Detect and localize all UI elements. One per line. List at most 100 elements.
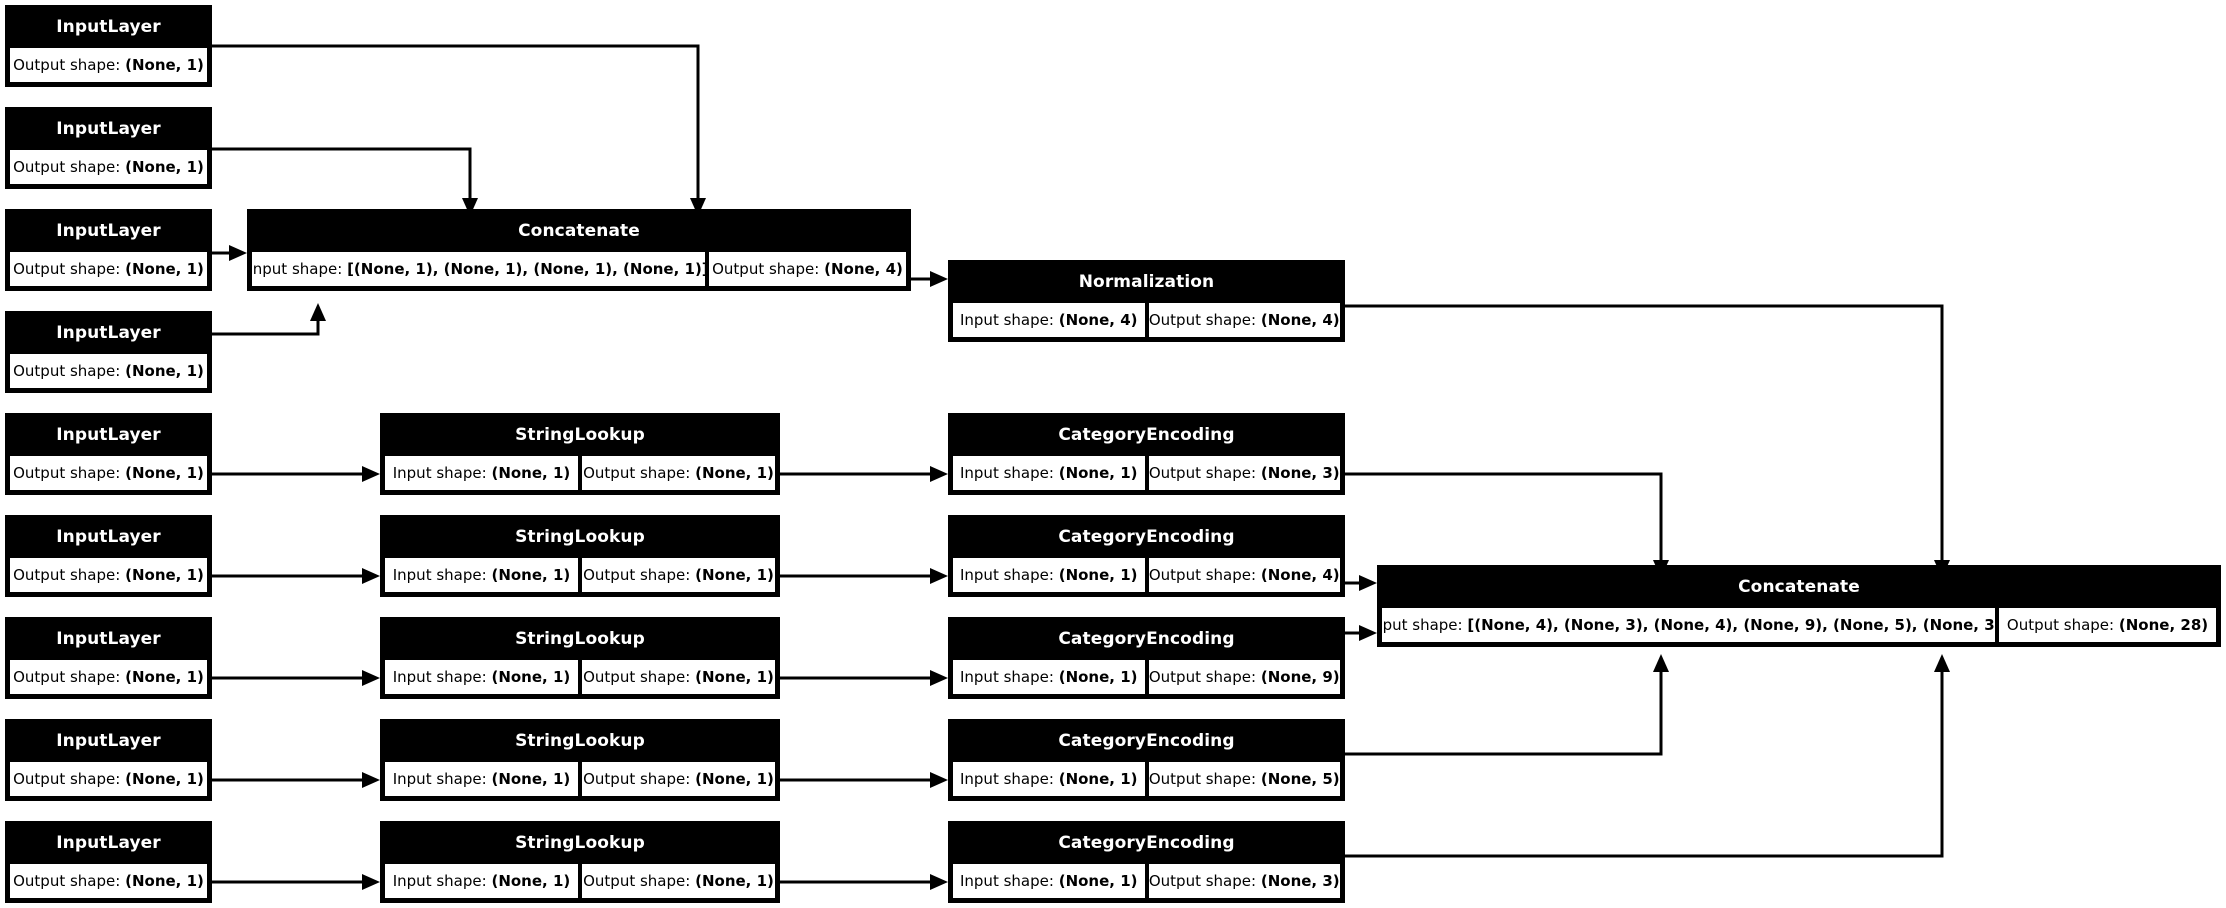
node-shape-row: Input shape: (None, 1) Output shape: (No… (951, 862, 1342, 900)
input-shape-value: (None, 4) (1058, 311, 1138, 329)
output-shape-cell: Output shape: (None, 4) (1146, 556, 1342, 594)
node-categoryencoding-4[interactable]: CategoryEncoding Input shape: (None, 1) … (948, 719, 1345, 801)
input-shape-value: [(None, 1), (None, 1), (None, 1), (None,… (347, 260, 707, 278)
node-shape-row: Output shape: (None, 1) (8, 454, 209, 492)
input-shape-cell: Input shape: (None, 1) (383, 556, 580, 594)
node-shape-row: Input shape: (None, 1) Output shape: (No… (951, 454, 1342, 492)
node-shape-row: Input shape: (None, 1) Output shape: (No… (383, 556, 777, 594)
node-inputlayer-2[interactable]: InputLayer Output shape: (None, 1) (5, 107, 212, 189)
output-shape-label: Output shape: (1148, 770, 1257, 788)
output-shape-label: Output shape: (13, 770, 121, 788)
node-inputlayer-3[interactable]: InputLayer Output shape: (None, 1) (5, 209, 212, 291)
node-title: CategoryEncoding (951, 416, 1342, 454)
node-inputlayer-7[interactable]: InputLayer Output shape: (None, 1) (5, 617, 212, 699)
node-categoryencoding-1[interactable]: CategoryEncoding Input shape: (None, 1) … (948, 413, 1345, 495)
edge-input3-to-concat (212, 245, 247, 261)
output-shape-value: (None, 1) (125, 56, 204, 74)
output-shape-cell: Output shape: (None, 1) (8, 148, 209, 186)
node-concatenate-numeric[interactable]: Concatenate Input shape: [(None, 1), (No… (247, 209, 911, 291)
input-shape-label: Input shape: (959, 311, 1054, 329)
node-inputlayer-1[interactable]: InputLayer Output shape: (None, 1) (5, 5, 212, 87)
node-shape-row: Input shape: [(None, 4), (None, 3), (Non… (1380, 606, 2218, 644)
edge-row4-input-to-lookup (212, 772, 380, 788)
input-shape-value: (None, 1) (1058, 770, 1138, 788)
node-normalization[interactable]: Normalization Input shape: (None, 4) Out… (948, 260, 1345, 342)
output-shape-cell: Output shape: (None, 1) (580, 760, 777, 798)
node-categoryencoding-2[interactable]: CategoryEncoding Input shape: (None, 1) … (948, 515, 1345, 597)
output-shape-cell: Output shape: (None, 1) (8, 658, 209, 696)
node-inputlayer-4[interactable]: InputLayer Output shape: (None, 1) (5, 311, 212, 393)
edge-normalization-to-final-concat (1345, 304, 1950, 578)
node-title: InputLayer (8, 314, 209, 352)
output-shape-label: Output shape: (13, 362, 121, 380)
input-shape-label: Input shape: (959, 566, 1054, 584)
output-shape-value: (None, 1) (695, 872, 774, 890)
node-title: StringLookup (383, 620, 777, 658)
output-shape-cell: Output shape: (None, 9) (1146, 658, 1342, 696)
output-shape-cell: Output shape: (None, 3) (1146, 862, 1342, 900)
node-inputlayer-8[interactable]: InputLayer Output shape: (None, 1) (5, 719, 212, 801)
output-shape-value: (None, 1) (695, 566, 774, 584)
input-shape-label: Input shape: (959, 668, 1054, 686)
output-shape-cell: Output shape: (None, 3) (1146, 454, 1342, 492)
output-shape-cell: Output shape: (None, 1) (580, 658, 777, 696)
output-shape-value: (None, 4) (1260, 566, 1340, 584)
output-shape-label: Output shape: (1148, 668, 1257, 686)
node-shape-row: Input shape: (None, 1) Output shape: (No… (951, 658, 1342, 696)
node-categoryencoding-5[interactable]: CategoryEncoding Input shape: (None, 1) … (948, 821, 1345, 903)
input-shape-cell: Input shape: (None, 1) (951, 760, 1147, 798)
output-shape-cell: Output shape: (None, 1) (8, 760, 209, 798)
output-shape-value: (None, 4) (824, 260, 903, 278)
node-stringlookup-3[interactable]: StringLookup Input shape: (None, 1) Outp… (380, 617, 780, 699)
node-inputlayer-5[interactable]: InputLayer Output shape: (None, 1) (5, 413, 212, 495)
output-shape-value: (None, 3) (1260, 464, 1340, 482)
node-shape-row: Output shape: (None, 1) (8, 352, 209, 390)
node-shape-row: Input shape: (None, 1) Output shape: (No… (383, 760, 777, 798)
edge-row5-input-to-lookup (212, 874, 380, 890)
node-title: Concatenate (1380, 568, 2218, 606)
node-inputlayer-9[interactable]: InputLayer Output shape: (None, 1) (5, 821, 212, 903)
edge-row1-encoding-to-final-concat (1345, 472, 1669, 578)
output-shape-cell: Output shape: (None, 1) (8, 250, 209, 288)
node-concatenate-final[interactable]: Concatenate Input shape: [(None, 4), (No… (1377, 565, 2221, 647)
input-shape-cell: Input shape: (None, 4) (951, 301, 1147, 339)
output-shape-cell: Output shape: (None, 1) (580, 454, 777, 492)
node-stringlookup-1[interactable]: StringLookup Input shape: (None, 1) Outp… (380, 413, 780, 495)
output-shape-label: Output shape: (13, 260, 121, 278)
node-title: CategoryEncoding (951, 722, 1342, 760)
input-shape-value: (None, 1) (1058, 566, 1138, 584)
output-shape-value: (None, 3) (1260, 872, 1340, 890)
node-shape-row: Input shape: (None, 4) Output shape: (No… (951, 301, 1342, 339)
node-title: StringLookup (383, 416, 777, 454)
node-shape-row: Output shape: (None, 1) (8, 556, 209, 594)
input-shape-cell: Input shape: (None, 1) (383, 454, 580, 492)
input-shape-cell: Input shape: [(None, 1), (None, 1), (Non… (250, 250, 707, 288)
input-shape-label: Input shape: (392, 668, 487, 686)
node-stringlookup-2[interactable]: StringLookup Input shape: (None, 1) Outp… (380, 515, 780, 597)
node-stringlookup-5[interactable]: StringLookup Input shape: (None, 1) Outp… (380, 821, 780, 903)
edge-row5-encoding-to-final-concat (1345, 654, 1950, 858)
input-shape-cell: Input shape: (None, 1) (951, 862, 1147, 900)
node-shape-row: Input shape: [(None, 1), (None, 1), (Non… (250, 250, 908, 288)
edge-row4-lookup-to-encoding (780, 772, 948, 788)
edge-concat-to-normalization (911, 271, 948, 287)
node-title: InputLayer (8, 620, 209, 658)
input-shape-value: (None, 1) (1058, 668, 1138, 686)
output-shape-value: (None, 4) (1260, 311, 1340, 329)
node-title: InputLayer (8, 416, 209, 454)
output-shape-label: Output shape: (583, 668, 691, 686)
output-shape-cell: Output shape: (None, 1) (580, 556, 777, 594)
node-title: InputLayer (8, 110, 209, 148)
node-stringlookup-4[interactable]: StringLookup Input shape: (None, 1) Outp… (380, 719, 780, 801)
node-inputlayer-6[interactable]: InputLayer Output shape: (None, 1) (5, 515, 212, 597)
output-shape-label: Output shape: (712, 260, 820, 278)
output-shape-value: (None, 1) (125, 362, 204, 380)
node-shape-row: Input shape: (None, 1) Output shape: (No… (951, 556, 1342, 594)
output-shape-label: Output shape: (1148, 464, 1257, 482)
node-categoryencoding-3[interactable]: CategoryEncoding Input shape: (None, 1) … (948, 617, 1345, 699)
node-shape-row: Output shape: (None, 1) (8, 148, 209, 186)
output-shape-value: (None, 1) (695, 770, 774, 788)
output-shape-label: Output shape: (13, 668, 121, 686)
input-shape-label: Input shape: (392, 464, 487, 482)
input-shape-value: (None, 1) (491, 566, 571, 584)
